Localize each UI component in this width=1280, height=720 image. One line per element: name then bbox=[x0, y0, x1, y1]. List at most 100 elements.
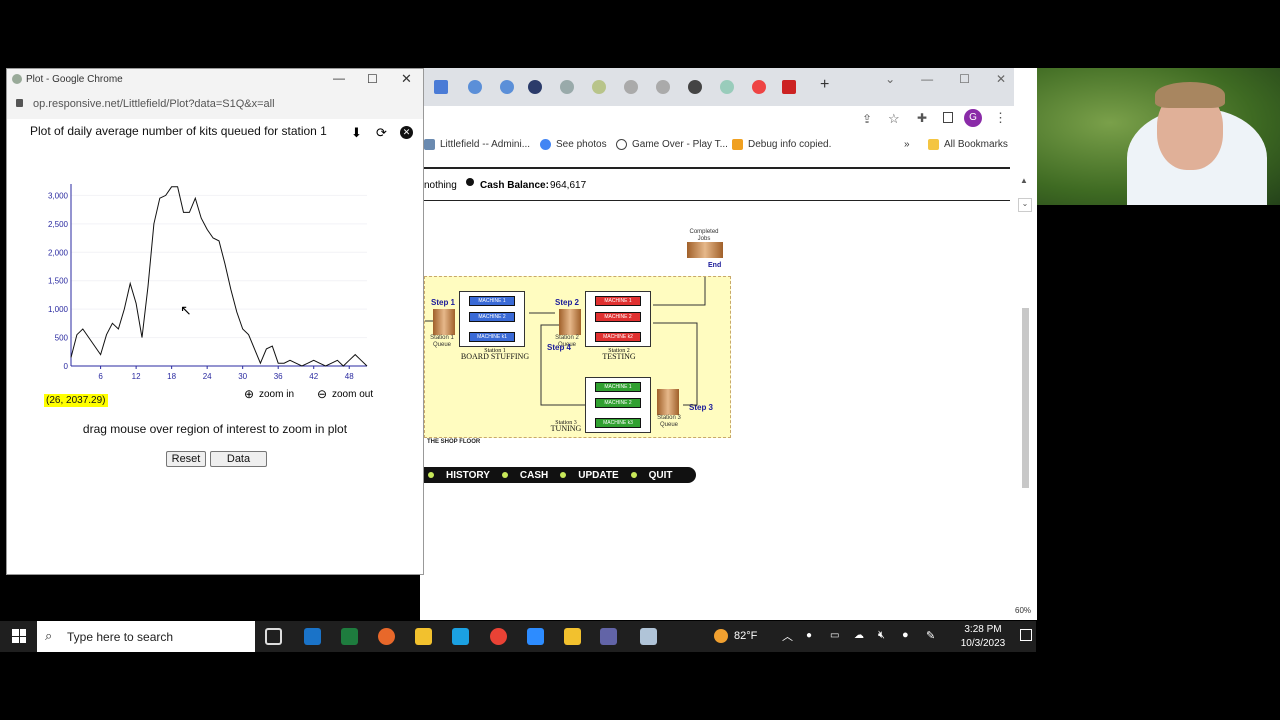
station1-queue[interactable] bbox=[433, 309, 455, 335]
notepad-icon[interactable] bbox=[564, 628, 581, 645]
zoom-app-icon[interactable] bbox=[527, 628, 544, 645]
zoom-in-label[interactable]: zoom in bbox=[259, 389, 295, 400]
menu-icon[interactable]: ⋮ bbox=[994, 110, 1007, 125]
tray-app-icon[interactable]: ● bbox=[806, 630, 813, 641]
sidepanel-icon[interactable] bbox=[943, 112, 953, 123]
minimize-icon[interactable]: — bbox=[333, 71, 345, 85]
bookmark-debug[interactable]: Debug info copied. bbox=[732, 139, 831, 150]
weather-temp[interactable]: 82°F bbox=[734, 630, 758, 642]
azure-icon[interactable] bbox=[452, 628, 469, 645]
close-icon[interactable]: ✕ bbox=[401, 71, 412, 86]
clock-date[interactable]: 10/3/2023 bbox=[960, 638, 1006, 649]
zoom-out-label[interactable]: zoom out bbox=[332, 389, 374, 400]
task-view-icon[interactable] bbox=[265, 628, 282, 645]
machine[interactable]: MACHINE 1 bbox=[595, 382, 641, 392]
scrollbar-thumb[interactable] bbox=[1022, 308, 1029, 488]
station2-box[interactable]: MACHINE 1 MACHINE 2 MACHINE k2 bbox=[585, 291, 651, 347]
chrome-icon[interactable] bbox=[490, 628, 507, 645]
tab-icon[interactable] bbox=[500, 80, 514, 94]
file-explorer-icon[interactable] bbox=[415, 628, 432, 645]
excel-icon[interactable] bbox=[341, 628, 358, 645]
clock-time[interactable]: 3:28 PM bbox=[964, 624, 1002, 635]
shield-icon[interactable] bbox=[528, 80, 542, 94]
tab-icon[interactable] bbox=[434, 80, 448, 94]
nav-cash[interactable]: CASH bbox=[498, 470, 556, 481]
plot-popup-window: Plot - Google Chrome — ☐ ✕ op.responsive… bbox=[6, 68, 424, 575]
network-icon[interactable]: ▭ bbox=[830, 630, 840, 641]
scroll-up-icon[interactable]: ▲ bbox=[1020, 176, 1028, 185]
machine[interactable]: MACHINE k3 bbox=[595, 418, 641, 428]
station1-box[interactable]: MACHINE 1 MACHINE 2 MACHINE k1 bbox=[459, 291, 525, 347]
nav-history[interactable]: HISTORY bbox=[424, 470, 498, 481]
machine[interactable]: MACHINE 1 bbox=[595, 296, 641, 306]
windows-start-icon[interactable] bbox=[12, 629, 26, 643]
zoom-out-icon[interactable]: ⊖ bbox=[317, 387, 328, 401]
tab-icon[interactable] bbox=[468, 80, 482, 94]
shop-floor-label: THE SHOP FLOOR bbox=[427, 439, 481, 445]
flow-arrows bbox=[425, 277, 706, 406]
reset-button[interactable]: Reset bbox=[166, 451, 206, 467]
pdf-icon[interactable] bbox=[782, 80, 796, 94]
bookmark-littlefield[interactable]: Littlefield -- Admini... bbox=[424, 139, 530, 150]
nav-quit[interactable]: QUIT bbox=[627, 470, 681, 481]
zoom-in-icon[interactable]: ⊕ bbox=[244, 387, 255, 401]
tab-icon[interactable] bbox=[624, 80, 638, 94]
onedrive-icon[interactable]: ☁ bbox=[854, 630, 864, 641]
close-plot-icon[interactable]: ✕ bbox=[400, 126, 413, 139]
bookmark-game-over[interactable]: Game Over - Play T... bbox=[616, 139, 728, 150]
download-icon[interactable]: ⬇ bbox=[351, 125, 362, 140]
github-icon[interactable] bbox=[688, 80, 702, 94]
minimize-icon[interactable]: — bbox=[921, 72, 934, 86]
refresh-icon[interactable]: ⟳ bbox=[376, 125, 387, 140]
notification-icon[interactable] bbox=[1020, 629, 1032, 641]
machine[interactable]: MACHINE k2 bbox=[595, 332, 641, 342]
popup-url-bar[interactable]: op.responsive.net/Littlefield/Plot?data=… bbox=[7, 91, 423, 119]
tab-strip[interactable]: + ⌄ — ☐ ✕ bbox=[420, 68, 1014, 106]
station2-queue[interactable] bbox=[559, 309, 581, 335]
microphone-icon[interactable]: ● bbox=[902, 629, 909, 641]
station3-box[interactable]: MACHINE 1 MACHINE 2 MACHINE k3 bbox=[585, 377, 651, 433]
bookmark-photos[interactable]: See photos bbox=[540, 139, 607, 150]
all-bookmarks[interactable]: All Bookmarks bbox=[928, 139, 1008, 150]
teams-icon[interactable] bbox=[600, 628, 617, 645]
profile-avatar[interactable]: G bbox=[964, 109, 982, 127]
bookmarks-overflow-icon[interactable]: » bbox=[904, 139, 910, 150]
extensions-icon[interactable]: ✚ bbox=[917, 111, 928, 125]
google-icon[interactable] bbox=[752, 80, 766, 94]
machine[interactable]: MACHINE k1 bbox=[469, 332, 515, 342]
bookmarks-bar: Littlefield -- Admini... See photos Game… bbox=[420, 134, 1014, 158]
firefox-icon[interactable] bbox=[378, 628, 395, 645]
tab-icon[interactable] bbox=[560, 80, 574, 94]
snipping-icon[interactable] bbox=[640, 628, 657, 645]
station1-name: Station 1 bbox=[484, 348, 506, 354]
machine[interactable]: MACHINE 2 bbox=[469, 312, 515, 322]
tab-icon[interactable] bbox=[656, 80, 670, 94]
data-button[interactable]: Data bbox=[210, 451, 267, 467]
popup-titlebar[interactable]: Plot - Google Chrome — ☐ ✕ bbox=[7, 69, 423, 91]
maximize-icon[interactable]: ☐ bbox=[367, 72, 378, 86]
tab-icon[interactable] bbox=[592, 80, 606, 94]
machine[interactable]: MACHINE 2 bbox=[595, 398, 641, 408]
y-tick-label: 3,000 bbox=[48, 191, 69, 200]
completed-jobs-bin[interactable] bbox=[687, 242, 723, 258]
outlook-icon[interactable] bbox=[304, 628, 321, 645]
share-icon[interactable]: ⇪ bbox=[862, 112, 873, 126]
chevron-down-icon[interactable]: ⌄ bbox=[1018, 198, 1032, 212]
station3-queue[interactable] bbox=[657, 389, 679, 415]
volume-muted-icon[interactable]: 🔇︎ bbox=[878, 629, 885, 641]
new-tab-icon[interactable]: + bbox=[820, 76, 830, 93]
nav-update[interactable]: UPDATE bbox=[556, 470, 626, 481]
close-icon[interactable]: ✕ bbox=[995, 72, 1006, 86]
chevron-down-icon[interactable]: ⌄ bbox=[885, 72, 896, 86]
star-icon[interactable]: ☆ bbox=[888, 111, 900, 126]
machine[interactable]: MACHINE 1 bbox=[469, 296, 515, 306]
chevron-up-icon[interactable]: ︿ bbox=[782, 631, 793, 643]
x-tick-label: 48 bbox=[345, 372, 354, 381]
maximize-icon[interactable]: ☐ bbox=[959, 72, 970, 86]
taskbar-search-input[interactable]: ⌕ Type here to search bbox=[37, 621, 255, 652]
weather-icon[interactable] bbox=[714, 629, 728, 643]
tab-icon[interactable] bbox=[720, 80, 734, 94]
machine[interactable]: MACHINE 2 bbox=[595, 312, 641, 322]
pen-icon[interactable]: ✎ bbox=[926, 630, 936, 642]
